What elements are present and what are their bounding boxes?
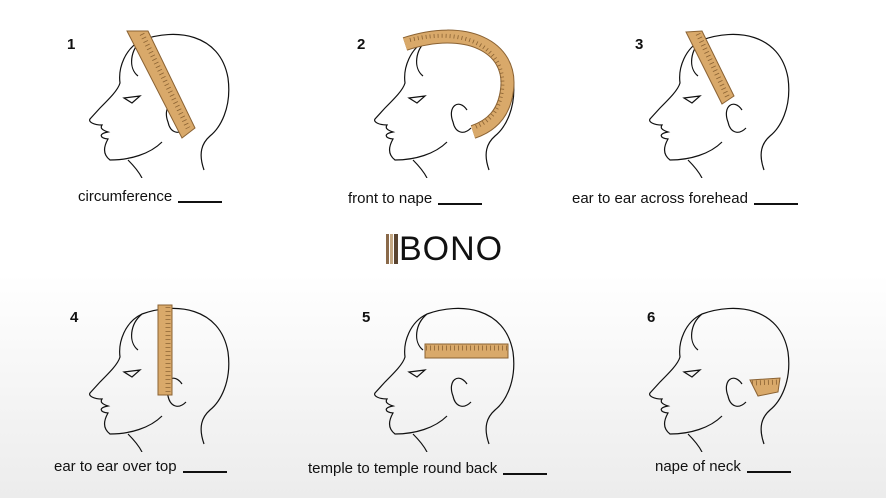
measurement-label-row: circumference xyxy=(78,188,223,205)
measurement-blank-line xyxy=(753,203,798,205)
measurement-number: 3 xyxy=(635,36,644,53)
measurement-number: 2 xyxy=(357,36,366,53)
measurement-label: nape of neck xyxy=(655,458,741,475)
measurement-blank-line xyxy=(503,473,548,475)
head-profile-horizontal-back-illustration xyxy=(365,302,525,453)
head-profile-nape-illustration xyxy=(640,302,800,453)
measurement-label: ear to ear across forehead xyxy=(572,190,748,207)
measurement-blank-line xyxy=(178,201,223,203)
measurement-label: ear to ear over top xyxy=(54,458,177,475)
measurement-blank-line xyxy=(438,203,483,205)
head-profile-diagonal-forehead-illustration xyxy=(640,28,800,179)
bono-logo: BONO xyxy=(386,230,504,268)
logo-text: BONO xyxy=(399,230,504,268)
logo-stripes-icon xyxy=(386,234,398,264)
measurement-number: 6 xyxy=(647,309,656,326)
measurement-label: front to nape xyxy=(348,190,433,207)
measurement-label: temple to temple round back xyxy=(308,460,498,477)
measurement-label-row: ear to ear over top xyxy=(54,458,227,475)
measurement-number: 1 xyxy=(67,36,76,53)
measurement-number: 4 xyxy=(70,309,79,326)
head-profile-diagonal-crown-illustration xyxy=(80,28,240,179)
measurement-number: 5 xyxy=(362,309,371,326)
measurement-label-row: nape of neck xyxy=(655,458,791,475)
measurement-blank-line xyxy=(746,471,791,473)
measurement-label-row: front to nape xyxy=(348,190,483,207)
measurement-label: circumference xyxy=(78,188,173,205)
measurement-blank-line xyxy=(182,471,227,473)
head-profile-front-to-nape-illustration xyxy=(365,28,525,179)
measurement-label-row: temple to temple round back xyxy=(308,460,548,477)
head-profile-vertical-top-illustration xyxy=(80,302,240,453)
measurement-label-row: ear to ear across forehead xyxy=(572,190,798,207)
